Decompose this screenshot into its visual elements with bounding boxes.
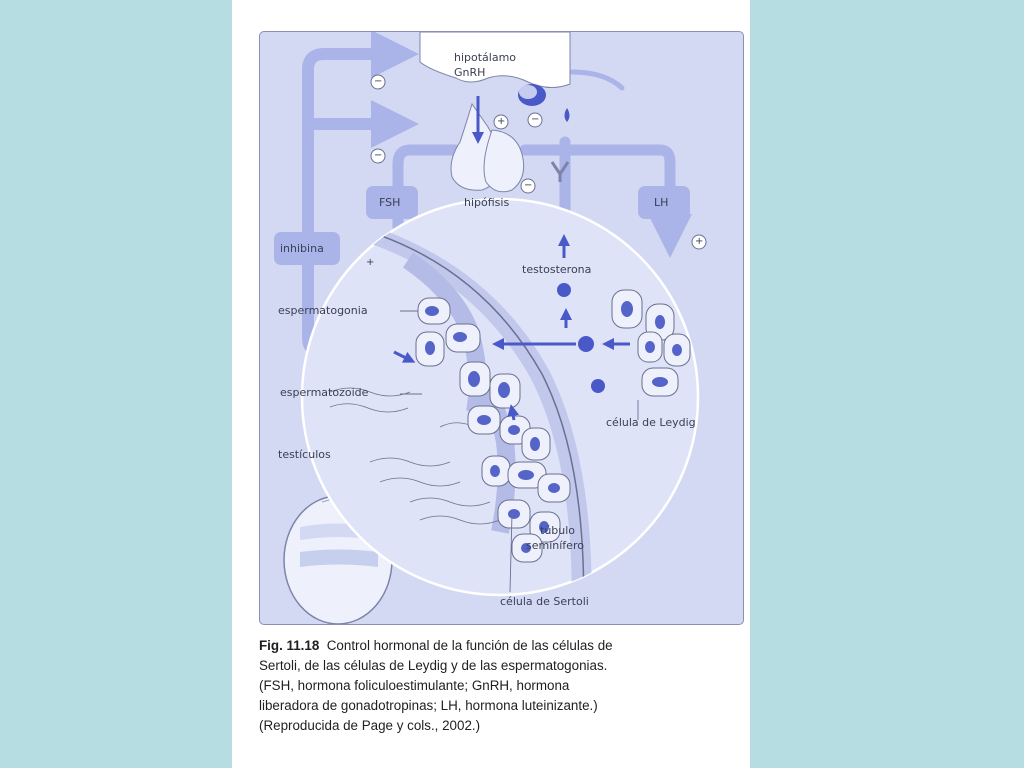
leydig-cell bbox=[637, 331, 663, 363]
inhibina-box bbox=[274, 232, 340, 265]
arrow-spermatogonia-1 bbox=[393, 350, 416, 363]
neuron-light bbox=[519, 85, 537, 99]
pituitary-label: hipófisis bbox=[464, 196, 510, 209]
caption-line-2: Sertoli, de las células de Leydig y de l… bbox=[259, 658, 608, 673]
leydig-cell bbox=[663, 333, 691, 367]
germ-cell bbox=[459, 361, 491, 397]
leydig-cell bbox=[645, 303, 675, 341]
caption-line-3: (FSH, hormona foliculoestimulante; GnRH,… bbox=[259, 678, 570, 693]
figure-number: Fig. 11.18 bbox=[259, 638, 320, 653]
sign-minus: − bbox=[374, 76, 383, 87]
hypothalamus-shape bbox=[419, 32, 571, 88]
leydig-cell bbox=[641, 367, 679, 397]
leader-lines bbox=[400, 310, 639, 593]
sign-minus: − bbox=[531, 114, 540, 125]
sign-plus: + bbox=[497, 116, 506, 127]
testicles-label: testículos bbox=[278, 448, 331, 461]
gnrh-label: GnRH bbox=[454, 66, 486, 79]
caption-line-1: Control hormonal de la función de las cé… bbox=[326, 638, 613, 653]
testosterone-flow bbox=[393, 234, 630, 421]
sign-plus: + bbox=[366, 257, 375, 268]
lh-box bbox=[638, 186, 690, 219]
germ-cell bbox=[417, 297, 451, 325]
hypothalamus-label: hipotálamo bbox=[454, 51, 517, 64]
germ-cell bbox=[511, 533, 543, 563]
fsh-label: FSH bbox=[379, 196, 401, 209]
fsh-box bbox=[366, 186, 418, 219]
tubule-label-1: túbulo bbox=[540, 524, 576, 537]
sign-plus: + bbox=[695, 236, 704, 247]
pituitary-gland bbox=[450, 96, 525, 193]
receptor-y bbox=[550, 161, 570, 182]
germ-cells bbox=[415, 297, 571, 563]
spermatozoon-label: espermatozoide bbox=[280, 386, 369, 399]
germ-cell bbox=[489, 373, 521, 409]
germ-cell bbox=[481, 455, 511, 487]
germ-cell bbox=[537, 473, 571, 503]
germ-cell bbox=[529, 511, 561, 543]
lh-label: LH bbox=[654, 196, 669, 209]
leydig-connector bbox=[569, 69, 625, 91]
leydig-cell-label: célula de Leydig bbox=[606, 416, 696, 429]
sign-minus: − bbox=[524, 180, 533, 191]
arrow-spermatogonia-2 bbox=[507, 404, 520, 421]
testosterone-label: testosterona bbox=[522, 263, 592, 276]
sign-minus: − bbox=[374, 150, 383, 161]
fsh-pathway-arrow bbox=[376, 144, 461, 292]
lh-pathway-arrow bbox=[519, 144, 692, 258]
diagram-graphics bbox=[274, 32, 707, 624]
leydig-cell bbox=[611, 289, 643, 329]
sertoli-cell-label: célula de Sertoli bbox=[500, 595, 589, 608]
hormone-drop bbox=[564, 108, 570, 122]
germ-cell bbox=[445, 323, 481, 353]
leydig-cells bbox=[611, 289, 691, 397]
testosterone-molecule bbox=[591, 379, 605, 393]
testosterone-molecule bbox=[557, 283, 571, 297]
testosterone-molecule bbox=[578, 336, 594, 352]
tubule-label-2: seminífero bbox=[526, 539, 584, 552]
figure-caption: Fig. 11.18 Control hormonal de la funció… bbox=[259, 636, 739, 736]
germ-cell bbox=[415, 331, 445, 367]
germ-cell bbox=[521, 427, 551, 461]
caption-line-5: (Reproducida de Page y cols., 2002.) bbox=[259, 718, 481, 733]
germ-cell bbox=[467, 405, 501, 435]
inhibin-label: inhibina bbox=[280, 242, 324, 255]
hormonal-control-diagram: hipotálamo GnRH hipófisis FSH LH inhibin… bbox=[259, 31, 744, 625]
caption-line-4: liberadora de gonadotropinas; LH, hormon… bbox=[259, 698, 598, 713]
germ-cell bbox=[497, 499, 531, 529]
spermatogonia-label: espermatogonia bbox=[278, 304, 368, 317]
